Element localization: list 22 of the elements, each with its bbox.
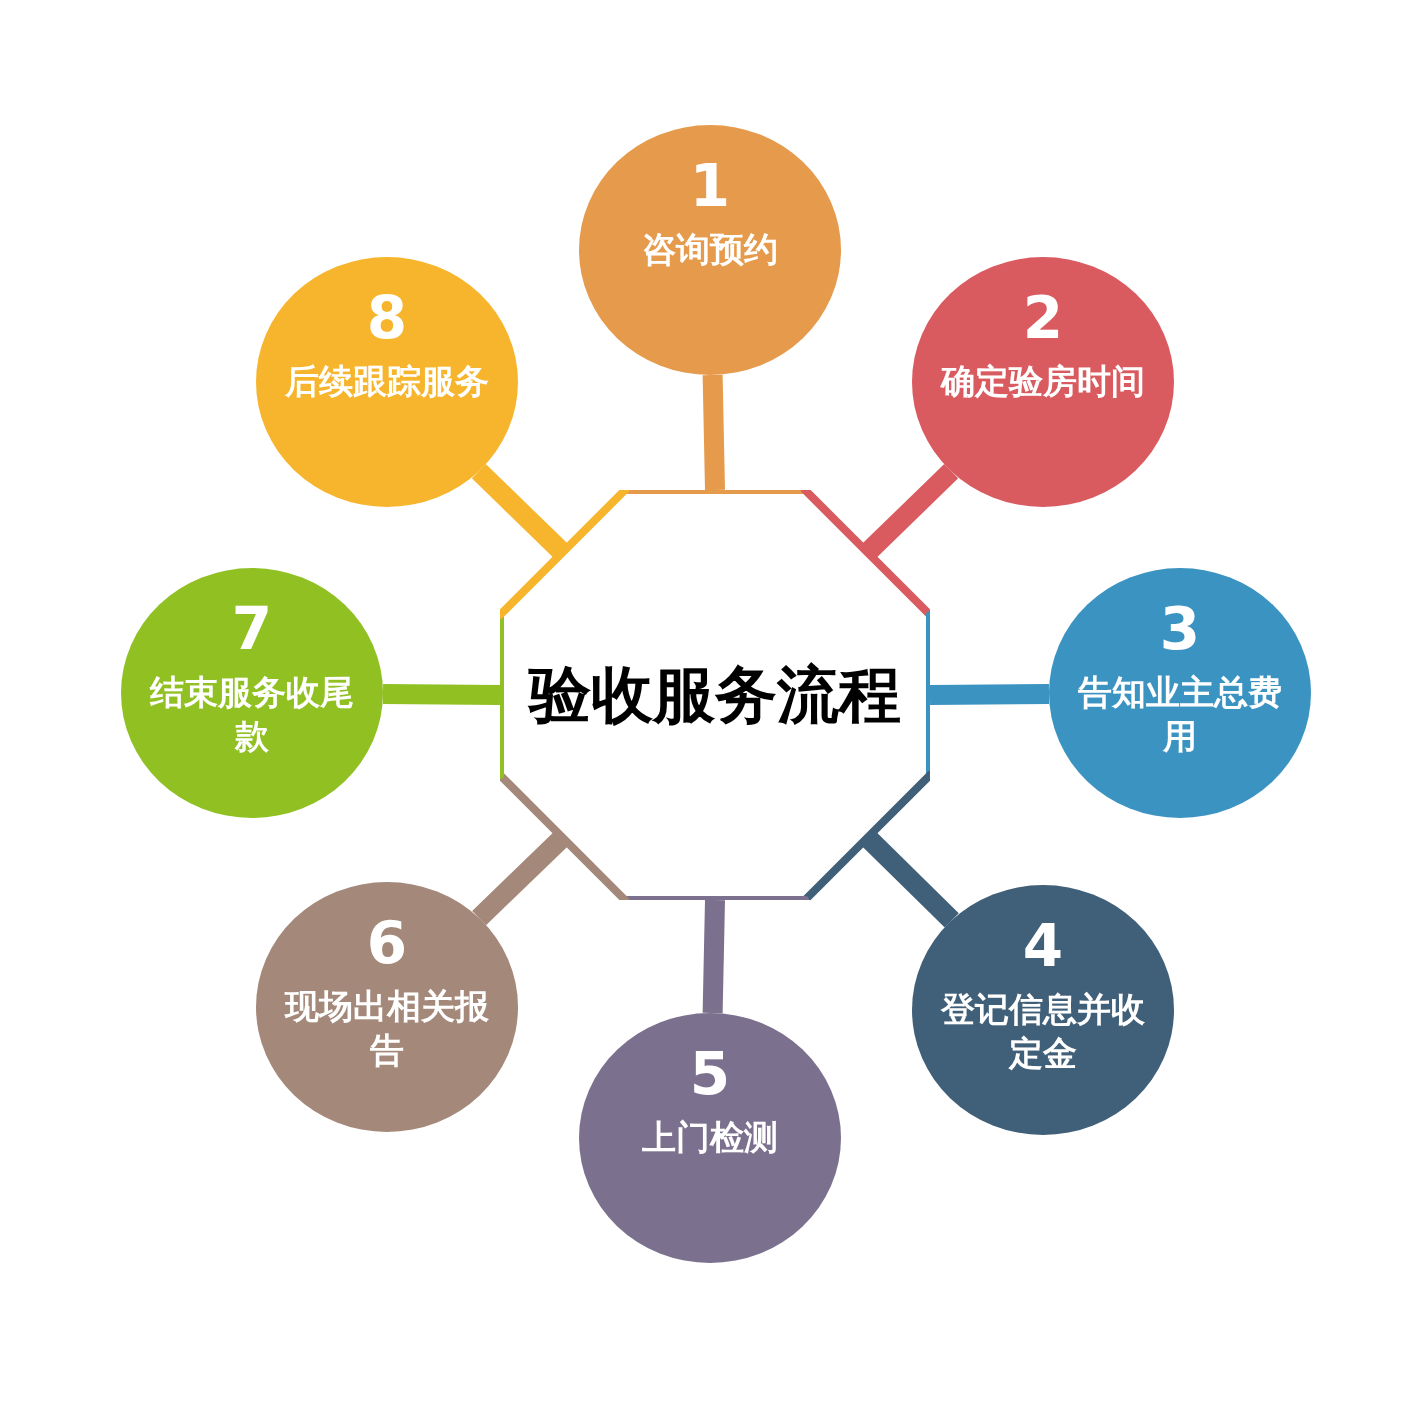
- connector: [860, 464, 959, 560]
- step-label: 结束服务收尾款: [148, 671, 355, 758]
- connector: [471, 464, 570, 560]
- step-label: 现场出相关报告: [283, 985, 490, 1072]
- step-label: 上门检测: [641, 1116, 779, 1159]
- center-title: 验收服务流程: [529, 657, 901, 733]
- step-label: 告知业主总费用: [1077, 671, 1283, 758]
- step-number: 4: [1022, 913, 1064, 979]
- step-number: 1: [689, 153, 731, 219]
- step-number: 8: [366, 285, 408, 351]
- step-label: 后续跟踪服务: [284, 360, 490, 403]
- step-number: 5: [689, 1041, 731, 1107]
- step-label: 确定验房时间: [939, 360, 1146, 403]
- step-number: 3: [1159, 596, 1201, 662]
- step-label: 咨询预约: [641, 228, 779, 271]
- step-number: 6: [366, 910, 408, 976]
- connector: [860, 830, 959, 928]
- step-number: 2: [1022, 285, 1064, 351]
- connector: [472, 830, 570, 926]
- step-label: 登记信息并收定金: [939, 988, 1146, 1075]
- step-number: 7: [231, 596, 273, 662]
- connector: [702, 374, 725, 491]
